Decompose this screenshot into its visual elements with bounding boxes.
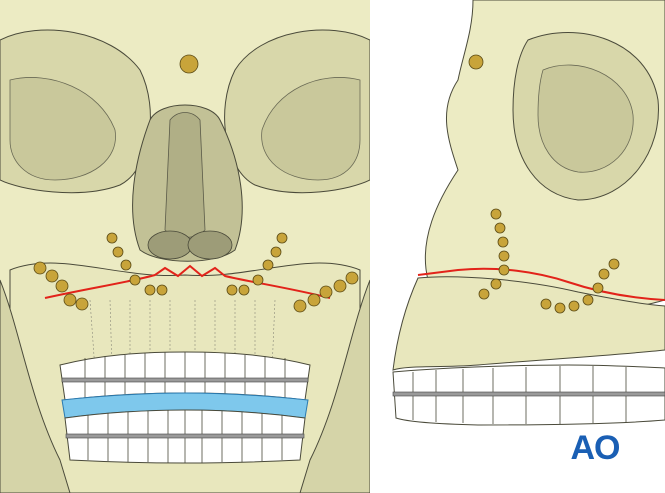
lateral-arch-bar <box>392 391 665 397</box>
lateral-skull-illustration <box>392 0 665 426</box>
ao-logo-text: AO <box>570 429 621 467</box>
fracture-line-lateral <box>417 267 665 301</box>
nasion-screw <box>179 54 199 74</box>
lateral-teeth <box>392 364 665 426</box>
lateral-plate-anterior <box>478 208 510 300</box>
front-skull-illustration <box>0 0 370 493</box>
lateral-view-panel <box>378 0 665 493</box>
miniplate-left-lateral <box>33 261 89 311</box>
upper-arch-bar <box>61 377 309 383</box>
miniplate-left-medial <box>106 232 168 296</box>
ao-logo: AO <box>565 428 625 468</box>
lower-arch-bar <box>65 433 305 439</box>
miniplate-right-lateral <box>293 271 359 313</box>
lower-teeth <box>64 409 306 464</box>
upper-teeth <box>59 351 311 401</box>
fracture-line-front <box>44 264 331 299</box>
front-view-panel <box>0 0 370 493</box>
lateral-plate-posterior <box>540 258 620 314</box>
lateral-nasion-screw <box>468 54 484 70</box>
panel-divider <box>370 0 378 493</box>
miniplate-right-medial <box>226 232 288 296</box>
